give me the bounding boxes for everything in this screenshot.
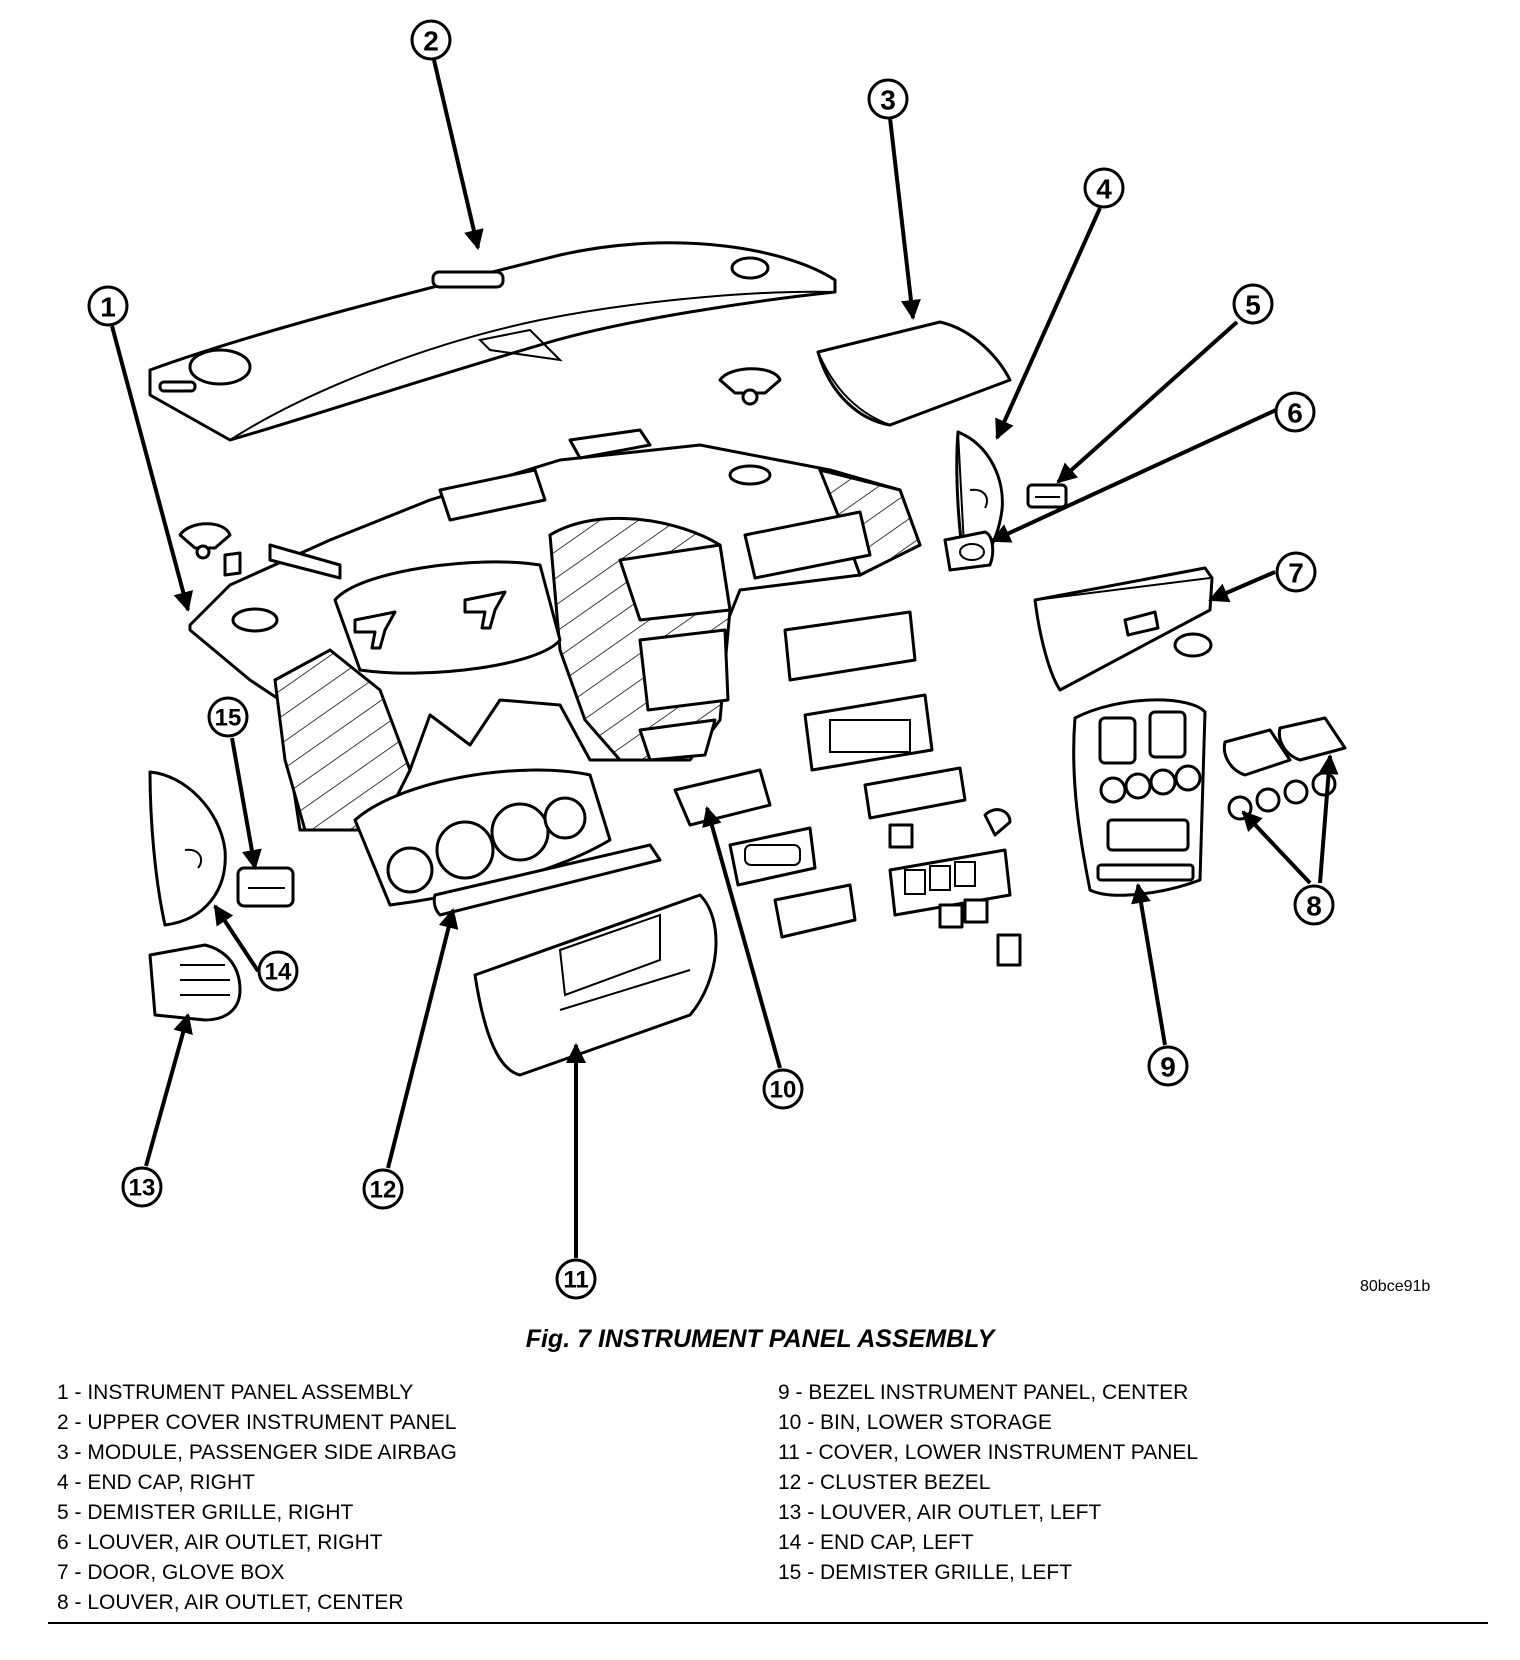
callout-number: 13 [129,1175,156,1202]
mount-bracket-left-part [178,522,232,560]
leader-2 [432,59,484,250]
legend-item: 10 - BIN, LOWER STORAGE [778,1411,1052,1434]
lower-storage-bin-part [673,768,857,939]
glove-box-door-part [1033,566,1214,692]
leader-8a [1241,810,1312,885]
airbag-module-part [816,320,1012,427]
leader-13 [144,1013,193,1167]
legend-item: 12 - CLUSTER BEZEL [778,1471,991,1494]
cluster-bezel-part [353,768,662,917]
legend-item: 3 - MODULE, PASSENGER SIDE AIRBAG [57,1441,457,1464]
end-cap-left-part [148,770,227,927]
louver-center-part [1222,716,1347,821]
lower-cover-part [473,893,718,1077]
callout-2: 2 [410,19,452,61]
callout-number: 15 [215,705,242,732]
demister-grille-left-part [236,866,295,908]
callout-15: 15 [207,696,249,738]
leader-5 [1056,320,1239,484]
legend-item: 1 - INSTRUMENT PANEL ASSEMBLY [57,1381,414,1404]
callout-11: 11 [555,1258,597,1300]
legend-item: 14 - END CAP, LEFT [778,1531,974,1554]
callout-number: 4 [1096,174,1112,205]
parts-legend-left: 1 - INSTRUMENT PANEL ASSEMBLY 2 - UPPER … [57,1378,757,1618]
legend-item: 15 - DEMISTER GRILLE, LEFT [778,1561,1073,1584]
callout-8: 8 [1293,884,1335,926]
callout-13: 13 [121,1166,163,1208]
legend-item: 2 - UPPER COVER INSTRUMENT PANEL [57,1411,457,1434]
legend-item: 11 - COVER, LOWER INSTRUMENT PANEL [778,1441,1199,1464]
center-bezel-part [1072,698,1207,897]
leader-lines [110,59,1339,1258]
callout-9: 9 [1147,1045,1189,1087]
figure-caption: Fig. 7 INSTRUMENT PANEL ASSEMBLY [525,1325,995,1353]
callout-number: 7 [1288,558,1304,589]
callout-6: 6 [1274,391,1316,433]
callout-10: 10 [762,1068,804,1110]
figure-reference-code: 80bce91b [1360,1278,1431,1295]
mount-bracket-part [718,367,782,406]
leader-12 [386,908,459,1169]
callout-3: 3 [867,78,909,120]
callout-number: 6 [1287,398,1303,429]
callout-number: 9 [1160,1052,1176,1083]
callout-12: 12 [362,1168,404,1210]
callout-7: 7 [1275,551,1317,593]
parts-legend-right: 9 - BEZEL INSTRUMENT PANEL, CENTER 10 - … [778,1378,1478,1588]
louver-right-part [943,530,995,572]
callout-number: 12 [370,1177,397,1204]
exploded-view-diagram: 1 2 3 4 5 6 7 8 9 10 11 12 [87,19,1347,1300]
callout-number: 3 [880,85,896,116]
leader-8b [1318,754,1339,884]
leader-15 [230,737,262,870]
callout-number: 1 [100,292,116,323]
callout-number: 14 [265,959,292,986]
bottom-rule [48,1622,1488,1624]
callout-number: 2 [423,26,439,57]
leader-9 [1131,883,1167,1046]
callout-1: 1 [87,285,129,327]
callout-5: 5 [1232,283,1274,325]
leader-6 [990,408,1277,543]
callout-number: 8 [1306,891,1322,922]
legend-item: 9 - BEZEL INSTRUMENT PANEL, CENTER [778,1381,1189,1404]
demister-grille-right-part [1026,483,1068,509]
callout-number: 11 [563,1267,588,1294]
callout-4: 4 [1083,167,1125,209]
louver-left-part [148,943,242,1022]
callout-number: 10 [770,1077,797,1104]
legend-item: 7 - DOOR, GLOVE BOX [57,1561,285,1584]
callout-14: 14 [257,950,299,992]
instrument-panel-part [188,428,922,832]
leader-1 [110,325,194,612]
legend-item: 4 - END CAP, RIGHT [57,1471,255,1494]
leader-7 [1208,570,1276,603]
legend-item: 6 - LOUVER, AIR OUTLET, RIGHT [57,1531,383,1554]
upper-cover-part [148,241,837,442]
leader-4 [995,207,1102,440]
radio-switch-stack-part [783,610,1022,967]
leader-3 [888,117,921,320]
callout-number: 5 [1245,290,1261,321]
legend-item: 5 - DEMISTER GRILLE, RIGHT [57,1501,354,1524]
legend-item: 13 - LOUVER, AIR OUTLET, LEFT [778,1501,1102,1524]
leader-14 [213,904,260,973]
legend-item: 8 - LOUVER, AIR OUTLET, CENTER [57,1591,404,1614]
leader-10 [702,806,782,1069]
